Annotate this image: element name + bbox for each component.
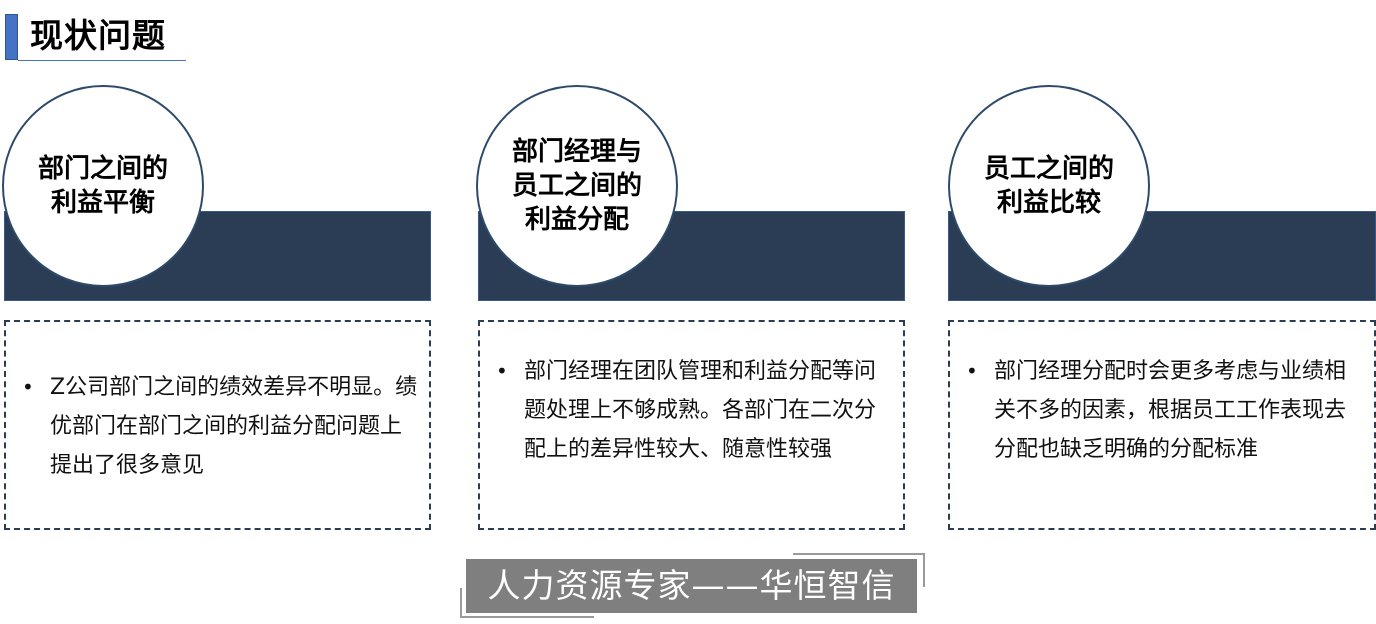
footer-banner: 人力资源专家——华恒智信 [466,559,917,613]
bullet-icon: • [496,359,508,383]
description-box: • 部门经理分配时会更多考虑与业绩相关不多的因素，根据员工工作表现去分配也缺乏明… [948,320,1376,530]
topic-heading: 部门经理与 员工之间的 利益分配 [511,137,642,235]
topic-heading: 员工之间的 利益比较 [983,154,1114,218]
bullet-text: 部门经理在团队管理和利益分配等问题处理上不够成熟。各部门在二次分配上的差异性较大… [524,359,877,462]
page-title: 现状问题 [30,16,166,55]
topic-circle: 部门之间的 利益平衡 [2,85,204,287]
description-box: • Z公司部门之间的绩效差异不明显。绩优部门在部门之间的利益分配问题上提出了很多… [4,320,431,530]
topic-circle: 部门经理与 员工之间的 利益分配 [476,85,678,287]
bullet-item: • 部门经理分配时会更多考虑与业绩相关不多的因素，根据员工工作表现去分配也缺乏明… [964,352,1366,469]
bullet-item: • Z公司部门之间的绩效差异不明显。绩优部门在部门之间的利益分配问题上提出了很多… [20,368,421,485]
bullet-text: 部门经理分配时会更多考虑与业绩相关不多的因素，根据员工工作表现去分配也缺乏明确的… [994,359,1347,462]
topic-heading: 部门之间的 利益平衡 [37,154,168,218]
footer-frame-corner [460,588,594,618]
bullet-text: Z公司部门之间的绩效差异不明显。绩优部门在部门之间的利益分配问题上提出了很多意见 [50,375,418,478]
title-accent-bar [5,14,18,60]
bullet-icon: • [966,359,978,383]
description-box: • 部门经理在团队管理和利益分配等问题处理上不够成熟。各部门在二次分配上的差异性… [478,320,905,530]
bullet-icon: • [22,375,34,399]
bullet-item: • 部门经理在团队管理和利益分配等问题处理上不够成熟。各部门在二次分配上的差异性… [494,352,895,469]
title-underline [18,60,186,61]
topic-circle: 员工之间的 利益比较 [948,85,1150,287]
footer-frame-corner [793,553,925,587]
